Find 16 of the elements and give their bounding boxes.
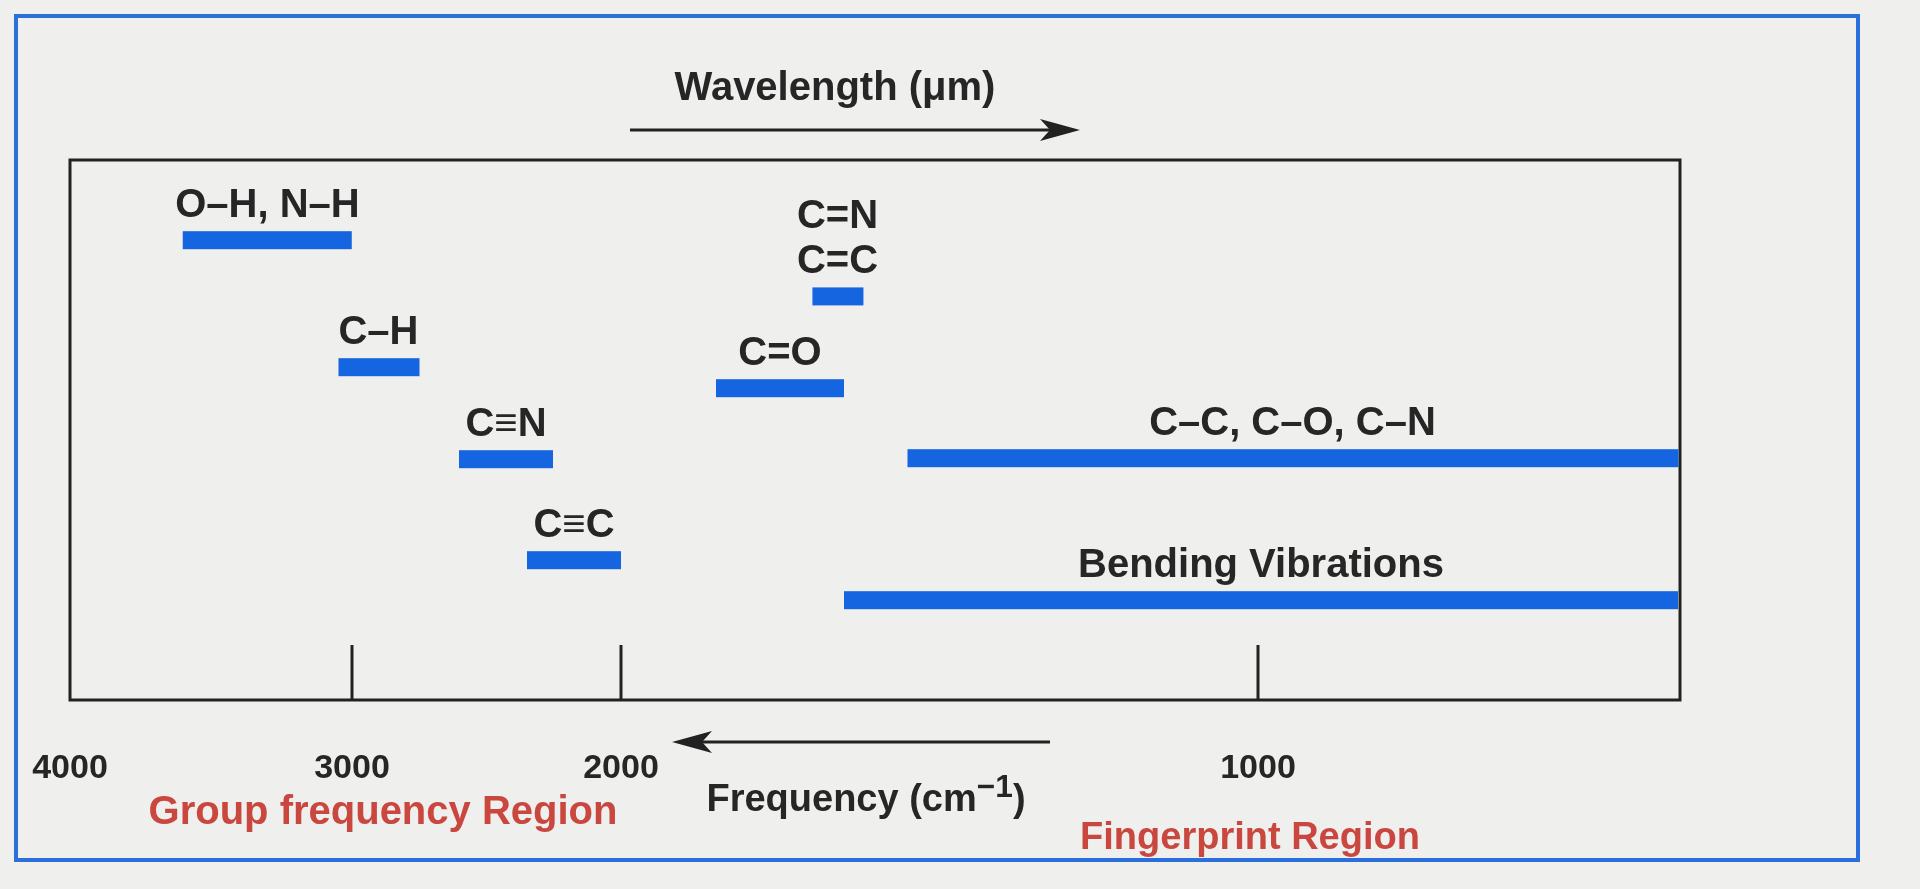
tick-label: 2000 <box>583 746 659 786</box>
region-label: Group frequency Region <box>148 787 618 833</box>
bar-label: Bending Vibrations <box>1078 541 1444 586</box>
bar-label: C–H <box>338 308 419 353</box>
region-label: Fingerprint Region <box>1080 814 1420 858</box>
axis-title: Wavelength (μm) <box>674 63 996 109</box>
bar-label: C≡C <box>533 501 615 546</box>
tick-label: 4000 <box>32 746 108 786</box>
tick-label: 1000 <box>1220 746 1296 786</box>
bar-label: C=O <box>738 329 822 374</box>
bar-label: C≡N <box>465 400 547 445</box>
bar-label: C–C, C–O, C–N <box>1149 399 1436 444</box>
axis-title: Frequency (cm$^{−1}$) <box>706 768 1026 820</box>
tick-label: 3000 <box>314 746 390 786</box>
bar-label: C=N C=C <box>796 192 879 282</box>
bar-label: O–H, N–H <box>175 181 360 226</box>
